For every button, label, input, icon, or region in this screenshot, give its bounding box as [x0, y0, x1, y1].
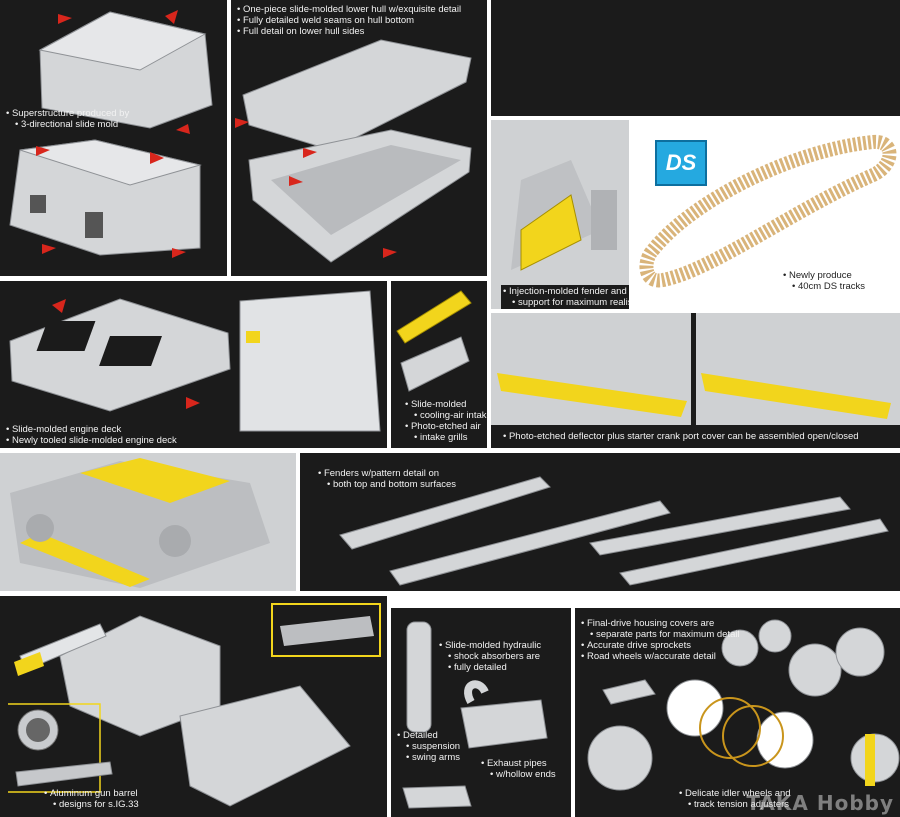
shock-absorber-caption: Slide-molded hydraulicshock absorbers ar… — [439, 640, 541, 673]
cooling-intake-caption: Slide-moldedcooling-air intake Photo-etc… — [405, 399, 487, 443]
idler-caption: Delicate idler wheels andtrack tension a… — [679, 788, 791, 810]
ds-logo: DS — [655, 140, 707, 186]
panel-superstructure: Superstructure produced by3-directional … — [0, 0, 227, 276]
deflector-caption: Photo-etched deflector plus starter cran… — [503, 431, 859, 442]
gun-barrel-caption: Aluminum gun barreldesigns for s.IG.33 — [44, 788, 139, 810]
panel-suspension: Slide-molded hydraulicshock absorbers ar… — [391, 608, 571, 817]
fender-support-illustration — [491, 120, 629, 309]
exhaust-caption: Exhaust pipesw/hollow ends — [481, 758, 556, 780]
gun-illustration — [8, 603, 381, 807]
arrow-icon — [52, 299, 200, 409]
watermark: TAKA Hobby — [746, 791, 894, 815]
arrow-icon — [235, 118, 397, 258]
engine-deck-caption: Slide-molded engine deckNewly tooled sli… — [6, 424, 177, 446]
arrow-icon — [36, 10, 190, 258]
panel-deflector: Photo-etched deflector plus starter cran… — [491, 313, 900, 448]
superstructure-caption: Superstructure produced by3-directional … — [6, 108, 129, 130]
lower-hull-caption: One-piece slide-molded lower hull w/exqu… — [237, 4, 461, 37]
hull-assembly-illustration — [0, 453, 296, 591]
panel-wheels: Final-drive housing covers areseparate p… — [575, 608, 900, 817]
panel-lower-hull: One-piece slide-molded lower hull w/exqu… — [231, 0, 487, 276]
fenders-illustration — [339, 476, 889, 586]
cooling-intake-illustration — [396, 290, 472, 392]
fender-support-caption: Injection-molded fender andsupport for m… — [501, 285, 629, 309]
wheels-illustration — [587, 619, 900, 791]
swing-arms-caption: Detailedsuspensionswing arms — [397, 730, 460, 763]
panel-engine-deck: Slide-molded engine deckNewly tooled sli… — [0, 281, 387, 448]
fenders-caption: Fenders w/pattern detail onboth top and … — [318, 468, 456, 490]
ds-tracks-caption: Newly produce40cm DS tracks — [783, 270, 865, 292]
lower-hull-illustration — [235, 39, 472, 263]
panel-fenders: Fenders w/pattern detail onboth top and … — [300, 453, 900, 591]
panel-blank — [491, 0, 900, 116]
final-drive-caption: Final-drive housing covers areseparate p… — [581, 618, 740, 662]
superstructure-illustration — [9, 10, 213, 258]
ds-track-illustration — [639, 135, 897, 288]
panel-hull-assembly — [0, 453, 296, 591]
suspension-illustration — [402, 621, 548, 809]
panel-gun: Aluminum gun barreldesigns for s.IG.33 — [0, 596, 387, 817]
deflector-illustration — [491, 313, 900, 425]
panel-cooling-intake: Slide-moldedcooling-air intake Photo-etc… — [391, 281, 487, 448]
panel-ds-tracks: DS Newly produce40cm DS tracks — [633, 120, 900, 309]
panel-fender-support: Injection-molded fender andsupport for m… — [491, 120, 629, 309]
engine-deck-illustration — [9, 290, 381, 432]
